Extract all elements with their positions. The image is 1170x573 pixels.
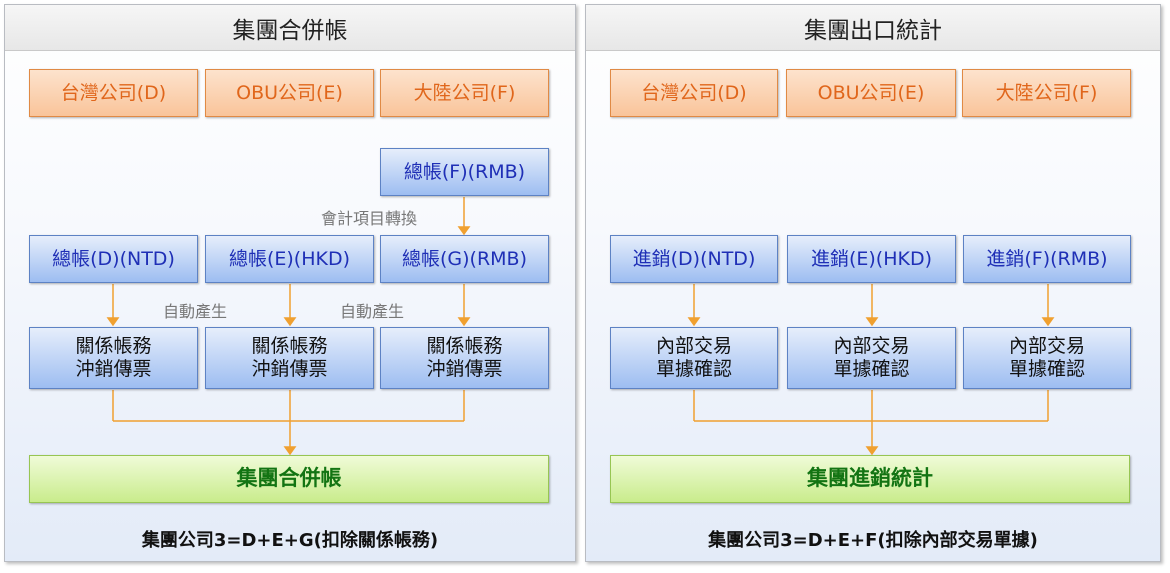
statistics-formula: 集團公司3=D+E+F(扣除內部交易單據) <box>708 530 1038 551</box>
company-box-china: 大陸公司(F) <box>962 69 1131 117</box>
sales-d-box: 進銷(D)(NTD) <box>610 235 778 283</box>
company-box-china: 大陸公司(F) <box>380 69 549 117</box>
conversion-note: 會計項目轉換 <box>321 209 418 228</box>
sales-statistics-result-box: 集團進銷統計 <box>610 455 1130 503</box>
elimination-voucher-box: 關係帳務 沖銷傳票 <box>29 327 198 389</box>
company-box-obu: OBU公司(E) <box>205 69 374 117</box>
ledger-f-box: 總帳(F)(RMB) <box>380 148 549 196</box>
auto-generate-note: 自動產生 <box>163 302 228 321</box>
ledger-d-box: 總帳(D)(NTD) <box>29 235 198 283</box>
sales-f-box: 進銷(F)(RMB) <box>963 235 1131 283</box>
consolidated-result-box: 集團合併帳 <box>29 455 549 503</box>
auto-generate-note: 自動產生 <box>340 302 405 321</box>
company-box-obu: OBU公司(E) <box>786 69 956 117</box>
sales-e-box: 進銷(E)(HKD) <box>787 235 956 283</box>
ledger-e-box: 總帳(E)(HKD) <box>205 235 374 283</box>
internal-doc-box: 內部交易 單據確認 <box>787 327 956 389</box>
flow-connectors <box>687 284 1055 456</box>
internal-doc-box: 內部交易 單據確認 <box>963 327 1131 389</box>
export-statistics-panel: 集團出口統計 台灣公司(D) OBU公司(E) 大陸公司(F) 進銷(D)(NT… <box>585 4 1161 562</box>
elimination-voucher-box: 關係帳務 沖銷傳票 <box>205 327 374 389</box>
flow-connectors <box>106 197 471 456</box>
panel-title: 集團合併帳 <box>5 5 575 51</box>
elimination-voucher-box: 關係帳務 沖銷傳票 <box>380 327 549 389</box>
panel-title: 集團出口統計 <box>586 5 1160 51</box>
ledger-g-box: 總帳(G)(RMB) <box>380 235 549 283</box>
company-box-taiwan: 台灣公司(D) <box>610 69 778 117</box>
consolidated-accounts-panel: 集團合併帳 台灣公司(D) OBU公司(E) 大陸公司(F) 總帳(F)(RMB… <box>4 4 576 562</box>
company-box-taiwan: 台灣公司(D) <box>29 69 198 117</box>
consolidation-formula: 集團公司3=D+E+G(扣除關係帳務) <box>141 530 439 551</box>
internal-doc-box: 內部交易 單據確認 <box>610 327 778 389</box>
